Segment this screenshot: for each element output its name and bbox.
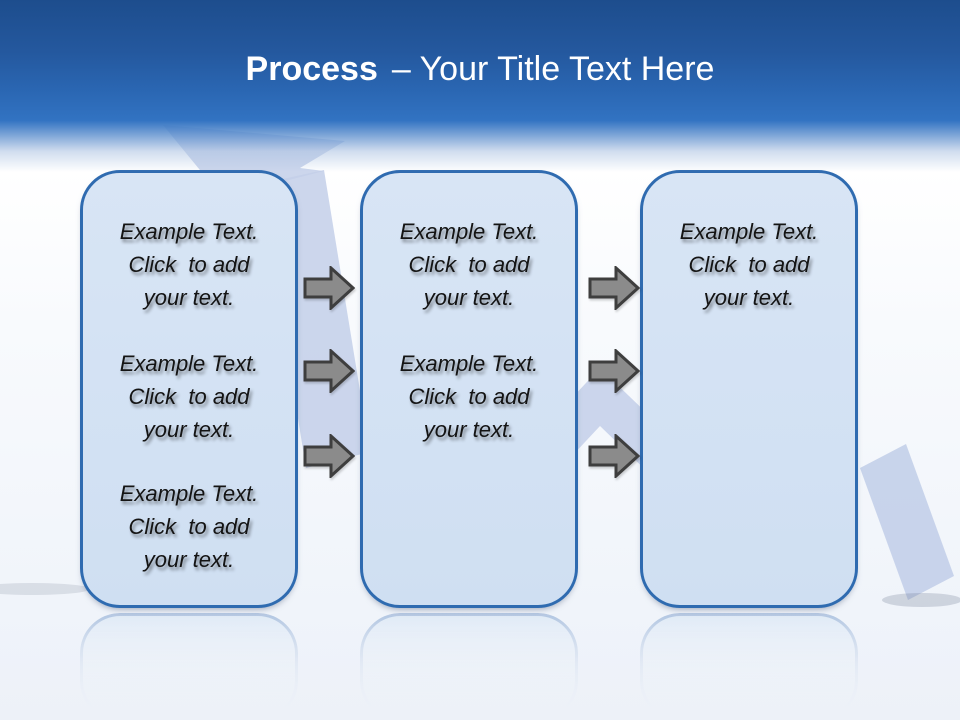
left-floor-shadow (0, 583, 90, 595)
process-panel-2[interactable]: Example Text. Click to add your text. Ex… (360, 170, 578, 608)
right-arrow-icon (588, 266, 640, 310)
text-placeholder[interactable]: Example Text. Click to add your text. (679, 219, 819, 310)
right-arrow-icon (303, 434, 355, 478)
right-arrow-icon (303, 349, 355, 393)
title-rest-text: – Your Title Text Here (391, 50, 715, 88)
process-panel-3[interactable]: Example Text. Click to add your text. (640, 170, 858, 608)
text-placeholder[interactable]: Example Text. Click to add your text. (119, 219, 259, 310)
band-floor-shadow (882, 593, 960, 607)
text-placeholder[interactable]: Example Text. Click to add your text. (119, 351, 259, 442)
page-title: Process – Your Title Text Here (0, 50, 960, 88)
right-arrow-icon (303, 266, 355, 310)
background-band-shape (860, 444, 954, 600)
right-arrow-icon (588, 434, 640, 478)
text-placeholder[interactable]: Example Text. Click to add your text. (399, 219, 539, 310)
right-arrow-icon (588, 349, 640, 393)
text-placeholder[interactable]: Example Text. Click to add your text. (399, 351, 539, 442)
process-panel-1[interactable]: Example Text. Click to add your text. Ex… (80, 170, 298, 608)
text-placeholder[interactable]: Example Text. Click to add your text. (119, 481, 259, 572)
panel-3-reflection (640, 613, 858, 720)
title-bold-text: Process (245, 50, 378, 88)
panel-2-reflection (360, 613, 578, 720)
panel-1-reflection (80, 613, 298, 720)
background-chevron-shape (542, 368, 658, 488)
